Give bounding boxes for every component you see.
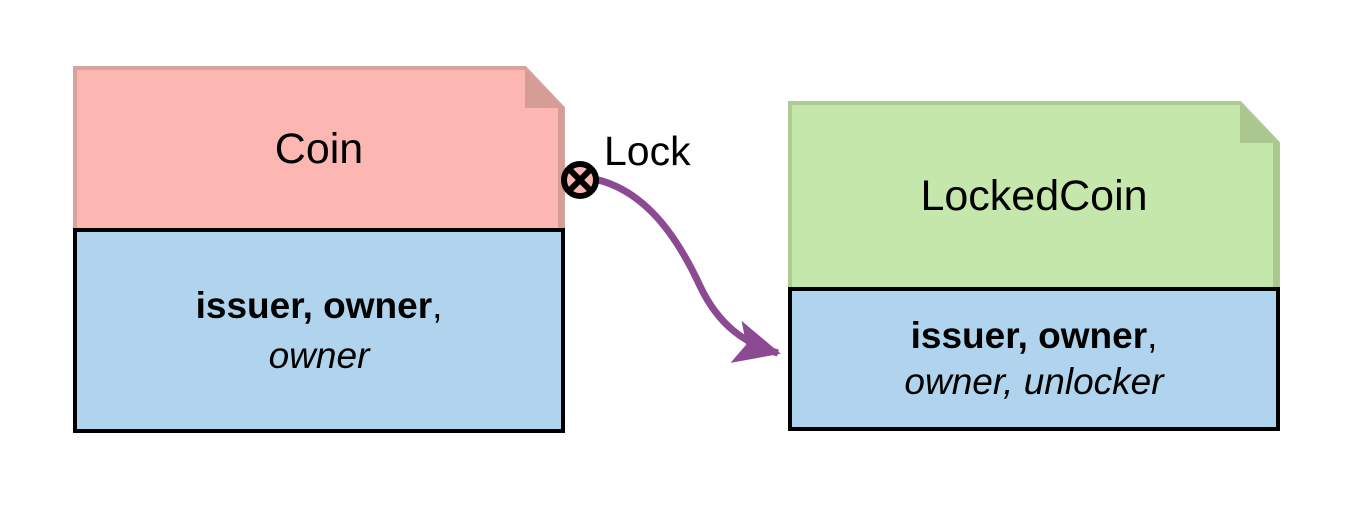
node-lockedcoin-attributes-line-1: issuer, owner, — [911, 314, 1158, 358]
node-coin-attr-bold-suffix: , — [432, 284, 443, 326]
node-lockedcoin-attr-bold: issuer, owner — [910, 315, 1148, 357]
node-lockedcoin-title: LockedCoin — [920, 171, 1148, 220]
node-coin[interactable]: Coin issuer, owner, owner — [73, 66, 565, 433]
edge-lock-label: Lock — [604, 128, 691, 174]
node-coin-attributes-line-1: issuer, owner, — [196, 284, 443, 328]
node-lockedcoin-header: LockedCoin — [788, 101, 1280, 291]
node-coin-header: Coin — [73, 66, 565, 232]
node-coin-body: issuer, owner, owner — [73, 228, 565, 433]
node-coin-attributes-line-2: owner — [268, 334, 370, 376]
node-lockedcoin-header-shape — [788, 101, 1280, 291]
node-lockedcoin-attr-bold-suffix: , — [1147, 315, 1158, 357]
node-coin-attr-bold: issuer, owner — [195, 284, 433, 326]
crossed-circle-icon — [561, 161, 599, 199]
edge-lock-path — [581, 173, 781, 363]
node-coin-title: Coin — [274, 124, 364, 173]
node-lockedcoin-attributes-line-2: owner, unlocker — [904, 361, 1164, 402]
node-lockedcoin-body: issuer, owner, owner, unlocker — [788, 287, 1280, 431]
node-lockedcoin[interactable]: LockedCoin issuer, owner, owner, unlocke… — [788, 101, 1280, 431]
